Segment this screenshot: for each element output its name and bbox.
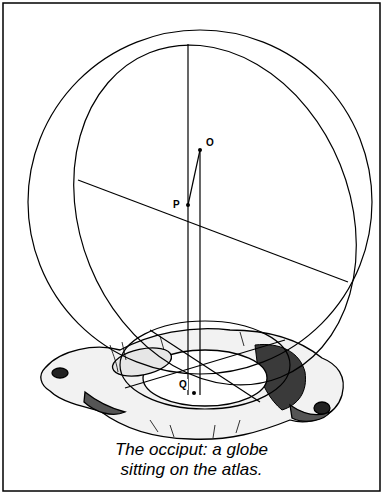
frame xyxy=(3,3,380,491)
globe-geometry xyxy=(24,2,383,428)
point-label: Q xyxy=(178,379,188,390)
point xyxy=(192,391,196,395)
base-diameter xyxy=(150,330,260,402)
atlas-vertebra xyxy=(41,329,343,440)
point-label: P xyxy=(172,199,181,210)
base-diameter xyxy=(125,340,285,388)
caption-block: The occiput: a globe sitting on the atla… xyxy=(0,440,383,480)
vertical-axis xyxy=(187,44,188,395)
caption: The occiput: a globe sitting on the atla… xyxy=(64,440,320,480)
point-label: O xyxy=(205,137,215,148)
radius-line xyxy=(188,150,200,205)
point xyxy=(198,148,202,152)
vertical-axis xyxy=(199,150,200,395)
diameter-line xyxy=(78,180,348,282)
base-ellipse xyxy=(120,321,290,409)
globe-ellipse xyxy=(24,2,383,428)
point xyxy=(186,203,190,207)
